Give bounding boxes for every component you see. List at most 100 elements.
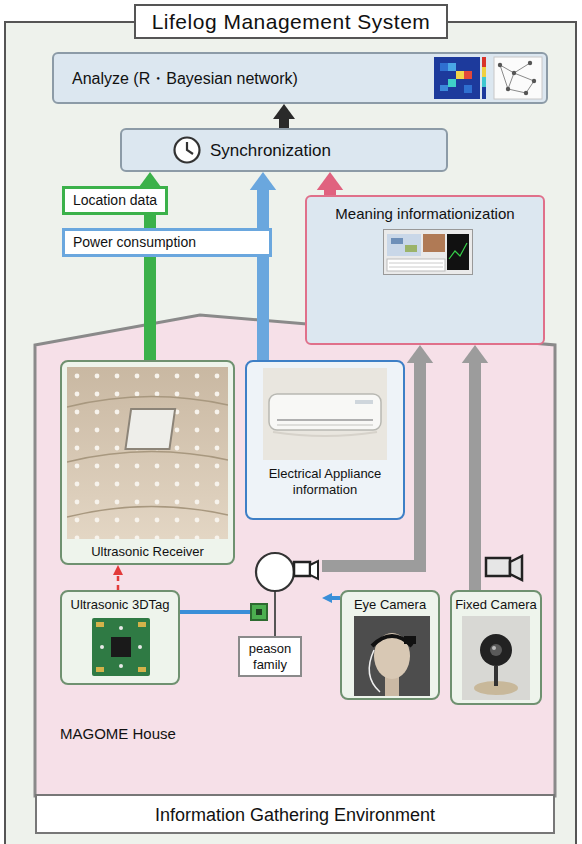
software-screenshot-part [423, 234, 445, 252]
arrow-head [322, 593, 332, 603]
air-conditioner-photo-part [263, 368, 387, 460]
analysis-thumbnails-part [448, 79, 456, 87]
fixed-camera-photo [462, 616, 530, 700]
camera-icon [486, 556, 522, 580]
air-conditioner-photo-part [277, 419, 373, 421]
software-screenshot-part [387, 259, 445, 271]
node-label: Analyze (R・Bayesian network) [72, 69, 298, 88]
node-label: peason family [238, 636, 302, 677]
analysis-thumbnails-part [512, 71, 516, 75]
flow-arrow [180, 612, 236, 613]
software-screenshot [383, 229, 473, 275]
node-label: Fixed Camera [455, 597, 537, 613]
fixed-camera-photo-part [490, 644, 502, 656]
node-label: Information Gathering Environment [155, 805, 435, 827]
device-box: Ultrasonic 3DTag [60, 590, 180, 685]
person-figure-part [294, 562, 310, 576]
fixed-camera-photo-part [494, 666, 498, 686]
ceiling-photo-part [125, 409, 175, 449]
flow-arrow [462, 345, 488, 590]
edge-label: Location data [62, 186, 168, 215]
flow-arrow [113, 565, 123, 590]
air-conditioner-photo-part [277, 425, 373, 426]
flow-line [331, 596, 340, 600]
arrow-head [462, 345, 488, 363]
fixed-camera-photo-part [480, 634, 512, 666]
air-conditioner-photo-part [273, 432, 377, 436]
ceiling-photo-part [67, 367, 228, 539]
person-figure-part [256, 553, 294, 591]
node-label: Meaning informationization [335, 205, 514, 223]
flow-arrow [317, 172, 343, 195]
arrow-head [113, 565, 123, 575]
process-box: Synchronization [120, 128, 448, 172]
analysis-thumbnails-part [524, 91, 528, 95]
node-label: MAGOME House [60, 725, 176, 743]
analysis-thumbnails-part [482, 57, 486, 67]
ceiling-photo-part [67, 396, 228, 517]
eye-camera-photo-part [404, 636, 416, 644]
person-figure-part [236, 610, 251, 614]
tag-photo [92, 618, 150, 676]
node-label: Ultrasonic Receiver [91, 544, 204, 560]
analysis-thumbnails-part [500, 63, 534, 93]
title-holder: Lifelog Management System [0, 4, 582, 39]
analysis-thumbnails-part [532, 79, 536, 83]
ceiling-photo [67, 367, 228, 539]
tag-photo-part [111, 637, 131, 657]
eye-camera-photo-part [369, 650, 380, 692]
flow-arrow [273, 104, 295, 128]
air-conditioner-photo [263, 368, 387, 460]
software-screenshot-part [384, 230, 473, 275]
band-box: Information Gathering Environment [35, 794, 555, 834]
software-screenshot-part [449, 243, 467, 259]
software-screenshot-part [447, 234, 469, 270]
air-conditioner-photo-part [355, 400, 373, 404]
clock-icon [172, 135, 202, 165]
device-box: Electrical Appliance information [245, 360, 405, 520]
analysis-thumbnails-part [482, 67, 486, 77]
fixed-camera-photo-part [492, 646, 496, 650]
tag-photo-part [138, 622, 146, 627]
clock-icon-part [175, 138, 200, 163]
analysis-thumbnails-part [498, 63, 502, 67]
analysis-thumbnails-part [440, 63, 448, 71]
device-box: Fixed Camera [450, 590, 542, 705]
person-figure [236, 548, 322, 636]
analysis-thumbnails-part [456, 71, 464, 79]
analysis-thumbnails-part [482, 77, 486, 87]
house-region: MAGOME House Ultrasonic Receiver Electri… [35, 315, 555, 796]
camera-icon-part [510, 556, 522, 580]
arrow-head [273, 104, 295, 119]
tag-photo-part [92, 618, 150, 676]
tag-photo-part [100, 645, 104, 649]
eye-camera-photo [354, 616, 430, 696]
outer-frame [5, 22, 576, 844]
software-screenshot-part [405, 245, 417, 252]
software-screenshot-part [387, 234, 421, 256]
analysis-thumbnails-part [506, 87, 510, 91]
analysis-thumbnails-part [482, 87, 486, 99]
node-label: Electrical Appliance information [253, 466, 397, 497]
person-node: peason family [236, 548, 322, 690]
flow-arrow [322, 593, 340, 603]
tag-photo-part [138, 645, 142, 649]
analysis-thumbnails-part [434, 57, 480, 99]
tag-photo-part [138, 667, 146, 672]
fixed-camera-photo-part [462, 616, 530, 700]
camera-icon-part [486, 558, 510, 576]
device-box: Eye Camera [340, 590, 440, 700]
flow-line [257, 189, 269, 360]
clock-icon-part [187, 142, 193, 154]
flow-line [117, 574, 120, 590]
arrow-head [250, 172, 276, 190]
device-box: Ultrasonic Receiver [60, 360, 235, 565]
house-outline [35, 315, 555, 796]
node-label: Synchronization [210, 141, 331, 161]
tag-photo-part [119, 626, 123, 630]
process-box: Meaning informationization [305, 195, 545, 345]
flow-line [279, 118, 289, 128]
flow-line [180, 610, 236, 614]
